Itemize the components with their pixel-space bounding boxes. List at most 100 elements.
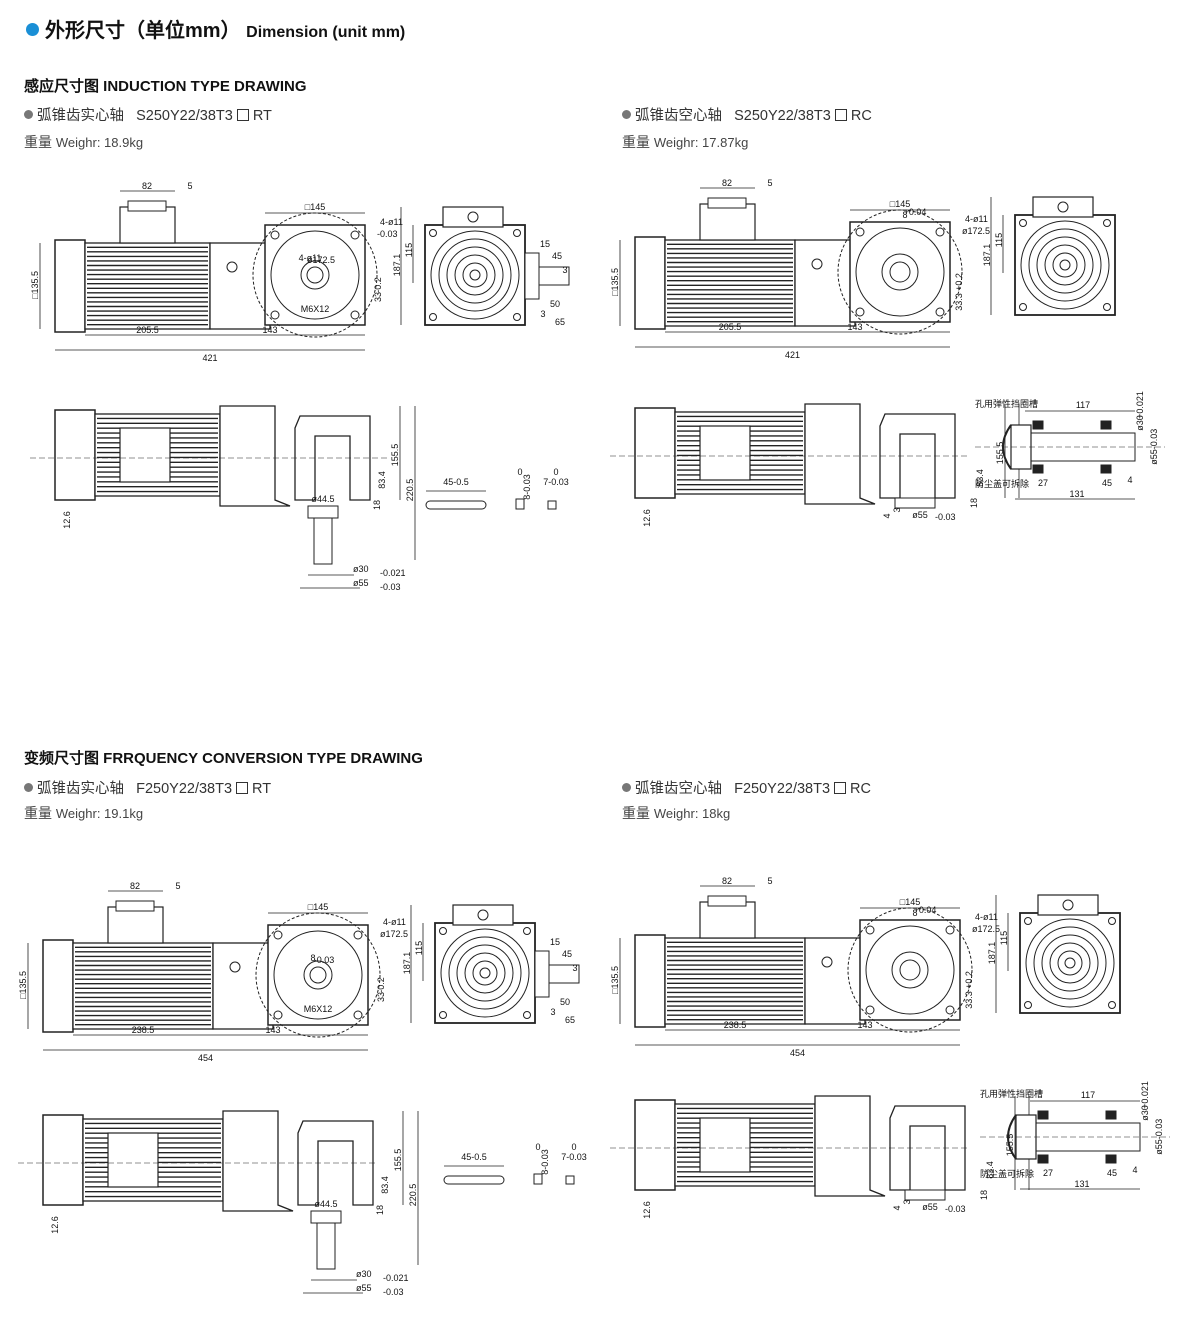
- drawing-circle: [935, 227, 945, 237]
- dimension-label: 12.6: [642, 509, 652, 527]
- dimension-label: 143: [857, 1020, 872, 1030]
- dimension-label: 33.3: [964, 991, 974, 1009]
- drawing-shape: [524, 252, 540, 300]
- dimension-label: 4-ø11: [383, 917, 406, 927]
- drawing-circle: [1062, 899, 1074, 911]
- dimension-label: 3: [892, 507, 902, 512]
- dimension-label: 205.5: [136, 325, 159, 335]
- drawing-circle: [353, 1010, 363, 1020]
- drawing-shape: [634, 934, 666, 1028]
- drawing-circle: [881, 253, 919, 291]
- dimension-label: -0.03: [380, 582, 401, 592]
- dimension-label: 50: [560, 997, 570, 1007]
- dimension-label: 155.5: [995, 442, 1005, 465]
- dimension-label: 115: [404, 243, 414, 257]
- drawing-circle: [523, 927, 531, 935]
- dimension-label: ø172.5: [307, 255, 335, 265]
- dimension-label: ø55: [1154, 1139, 1164, 1155]
- dimension-label: 220.5: [405, 479, 415, 502]
- drawing-circle: [477, 909, 489, 921]
- dimension-label: -0.2: [376, 977, 386, 993]
- dimension-label: ø55: [922, 1202, 938, 1212]
- dimension-label: 187.1: [392, 254, 402, 277]
- square-icon: [236, 782, 249, 794]
- dimension-label: 4-ø11: [975, 912, 998, 922]
- drawing-circle: [270, 230, 360, 320]
- drawing-circle: [454, 254, 496, 296]
- drawing-circle: [945, 925, 955, 935]
- drawing-shape: [707, 895, 747, 907]
- drawing-shape: [634, 1099, 676, 1191]
- drawing-shape: [264, 224, 366, 326]
- drawing-circle: [811, 258, 823, 270]
- drawing-circle: [479, 967, 491, 979]
- drawing-circle: [439, 1011, 447, 1019]
- dimension-label: ø172.5: [380, 929, 408, 939]
- drawing-circle: [1064, 957, 1076, 969]
- dimension-label: 82: [722, 178, 732, 188]
- drawing-circle: [945, 1005, 955, 1015]
- drawing-shape: [1100, 464, 1112, 474]
- dimension-label: +0.04: [904, 207, 927, 217]
- dimension-label: 454: [198, 1053, 213, 1063]
- dimension-label: 83.4: [380, 1176, 390, 1194]
- title-en: Dimension (unit mm): [246, 24, 406, 41]
- drawing-shape: [699, 203, 756, 241]
- dimension-label: -0.03: [383, 1287, 404, 1297]
- dimension-label: 18: [375, 1205, 385, 1215]
- dimension-label: 45-0.5: [443, 477, 469, 487]
- dimension-label: 45: [1107, 1168, 1117, 1178]
- dimension-label: ø55: [912, 510, 928, 520]
- dimension-label: 65: [565, 1015, 575, 1025]
- dimension-label: ø44.5: [314, 1199, 337, 1209]
- drawing-circle: [855, 307, 865, 317]
- dimension-label: 115: [414, 941, 424, 955]
- dimension-label: -0.03: [1154, 1119, 1164, 1140]
- dimension-label: +0.2: [964, 971, 974, 989]
- dimension-label: 3: [550, 1007, 555, 1017]
- drawing-circle: [855, 227, 945, 317]
- drawing-shape: [442, 206, 504, 228]
- weight-line: 重量 Weighr: 18kg: [622, 805, 731, 821]
- drawing-shape: [1032, 464, 1044, 474]
- drawing-shape: [538, 266, 570, 286]
- dimension-label: 82: [722, 876, 732, 886]
- dimension-label: 18: [979, 1190, 989, 1200]
- dimension-label: 0: [535, 1142, 540, 1152]
- dimension-label: ø172.5: [972, 924, 1000, 934]
- dimension-label: 238.5: [132, 1025, 155, 1035]
- dimension-label: 155.5: [393, 1149, 403, 1172]
- dimension-label: 4: [1127, 475, 1132, 485]
- dimension-label: 45: [1102, 478, 1112, 488]
- section-title-induction: 感应尺寸图 INDUCTION TYPE DRAWING: [24, 78, 307, 95]
- dimension-label: 454: [790, 1048, 805, 1058]
- dimension-label: +0.2: [954, 273, 964, 291]
- dimension-label: ø30: [356, 1269, 372, 1279]
- drawing-circle: [430, 230, 520, 320]
- dimension-label: 0: [553, 467, 558, 477]
- dimension-label: 33: [373, 292, 383, 302]
- drawing-shape: [515, 498, 525, 510]
- drawing-shape: [42, 939, 74, 1033]
- drawing-circle: [1059, 259, 1071, 271]
- dimension-label: 131: [1069, 489, 1084, 499]
- dimension-label: M6X12: [304, 1004, 333, 1014]
- drawing-shape: [119, 427, 171, 483]
- drawing-shape: [894, 497, 936, 509]
- drawing-circle: [1044, 244, 1086, 286]
- dimension-label: □135.5: [30, 271, 40, 299]
- drawing-shape: [316, 1222, 336, 1270]
- drawing-circle: [1103, 303, 1111, 311]
- drawing-circle: [273, 930, 363, 1020]
- dimension-label: 8: [310, 953, 315, 963]
- drawing-circle: [440, 928, 530, 1018]
